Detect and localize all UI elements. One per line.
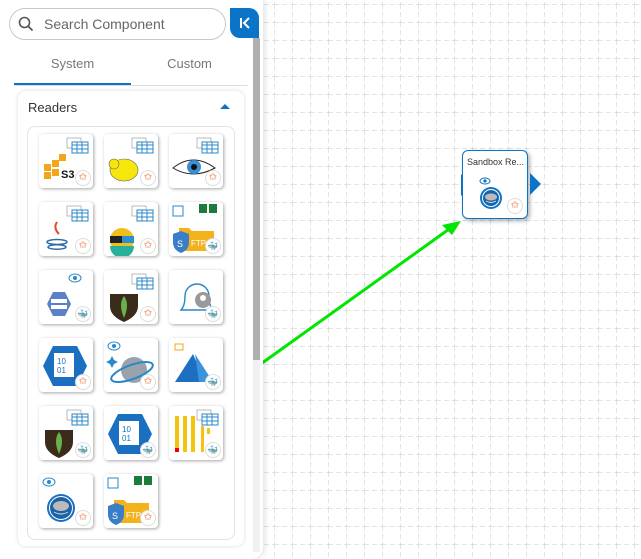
docker-badge-icon: 🐳	[75, 442, 91, 458]
component-azure-reader[interactable]: 🐳	[169, 338, 223, 392]
docker-badge-icon: 🐳	[205, 442, 221, 458]
component-bar-table-reader[interactable]: 🐳	[169, 406, 223, 460]
component-hive-reader[interactable]: ✩	[169, 134, 223, 188]
star-badge-icon: ✩	[140, 306, 156, 322]
component-sandbox-reader[interactable]: ✩	[39, 474, 93, 528]
component-google-storage-reader[interactable]: 🐳	[39, 270, 93, 324]
component-sftp-reader[interactable]: S FTP✩	[104, 474, 158, 528]
svg-text:FTP: FTP	[126, 511, 141, 520]
tab-bar: System Custom	[14, 50, 248, 86]
component-mongodb-reader[interactable]: ✩	[104, 270, 158, 324]
caret-up-icon[interactable]	[220, 104, 230, 109]
svg-text:FTP: FTP	[191, 239, 206, 248]
star-badge-icon: ✩	[140, 510, 156, 526]
sandbox-reader-node[interactable]: Sandbox Re... ✩	[462, 150, 528, 219]
node-output-port[interactable]	[530, 173, 541, 195]
component-panel: System Custom Readers S3✩✩✩✩✩SFTP🐳🐳✩🐳100…	[0, 0, 263, 559]
svg-text:S: S	[177, 239, 183, 249]
component-cosmos-reader[interactable]: ✩	[104, 338, 158, 392]
collapse-left-icon	[239, 17, 250, 29]
yellow-bars-icon	[175, 409, 219, 452]
star-badge-icon: ✩	[140, 238, 156, 254]
star-badge-icon: ✩	[75, 238, 91, 254]
scrollbar-thumb[interactable]	[253, 38, 260, 360]
star-badge-icon: ✩	[140, 374, 156, 390]
sftp-folder-icon: S FTP	[172, 204, 217, 253]
star-badge-icon: ✩	[507, 198, 523, 214]
svg-text:S3: S3	[61, 169, 74, 181]
elasticsearch-icon	[110, 205, 154, 256]
component-notification-reader[interactable]: 🐳	[169, 270, 223, 324]
collapse-panel-button[interactable]	[230, 8, 259, 38]
component-sftp-excel-reader[interactable]: S FTP🐳	[169, 202, 223, 256]
hexagon-storage-icon	[47, 273, 82, 316]
java-icon	[46, 205, 89, 250]
svg-text:S: S	[112, 511, 118, 521]
search-box[interactable]	[9, 8, 226, 40]
bell-user-icon	[179, 283, 215, 311]
svg-text:01: 01	[122, 434, 131, 443]
node-title: Sandbox Re...	[467, 157, 525, 167]
svg-text:10: 10	[57, 357, 66, 366]
aws-s3-icon: S3	[44, 137, 89, 181]
tab-custom[interactable]: Custom	[167, 56, 212, 71]
docker-badge-icon: 🐳	[205, 238, 221, 254]
star-badge-icon: ✩	[75, 374, 91, 390]
section-title[interactable]: Readers	[28, 100, 78, 115]
svg-text:01: 01	[57, 366, 66, 375]
hadoop-elephant-icon	[108, 137, 154, 182]
search-input[interactable]	[42, 15, 212, 33]
component-s3-reader[interactable]: S3✩	[39, 134, 93, 188]
star-badge-icon: ✩	[140, 170, 156, 186]
docker-badge-icon: 🐳	[205, 374, 221, 390]
docker-badge-icon: 🐳	[140, 442, 156, 458]
svg-text:10: 10	[122, 425, 131, 434]
component-jdbc-reader[interactable]: ✩	[39, 202, 93, 256]
docker-badge-icon: 🐳	[75, 306, 91, 322]
component-elastic-reader[interactable]: ✩	[104, 202, 158, 256]
mongodb-leaf-icon	[110, 273, 154, 322]
docker-badge-icon: 🐳	[205, 306, 221, 322]
cloud-circle-icon	[479, 177, 502, 209]
star-badge-icon: ✩	[75, 510, 91, 526]
component-hdfs-reader[interactable]: ✩	[104, 134, 158, 188]
tab-system[interactable]: System	[14, 50, 131, 85]
eye-table-icon	[172, 137, 219, 175]
component-mongodb-docker-reader[interactable]: 🐳	[39, 406, 93, 460]
mongodb-leaf-icon	[45, 409, 89, 458]
cloud-circle-icon	[42, 477, 75, 522]
star-badge-icon: ✩	[75, 170, 91, 186]
star-badge-icon: ✩	[205, 170, 221, 186]
search-icon	[18, 16, 34, 32]
